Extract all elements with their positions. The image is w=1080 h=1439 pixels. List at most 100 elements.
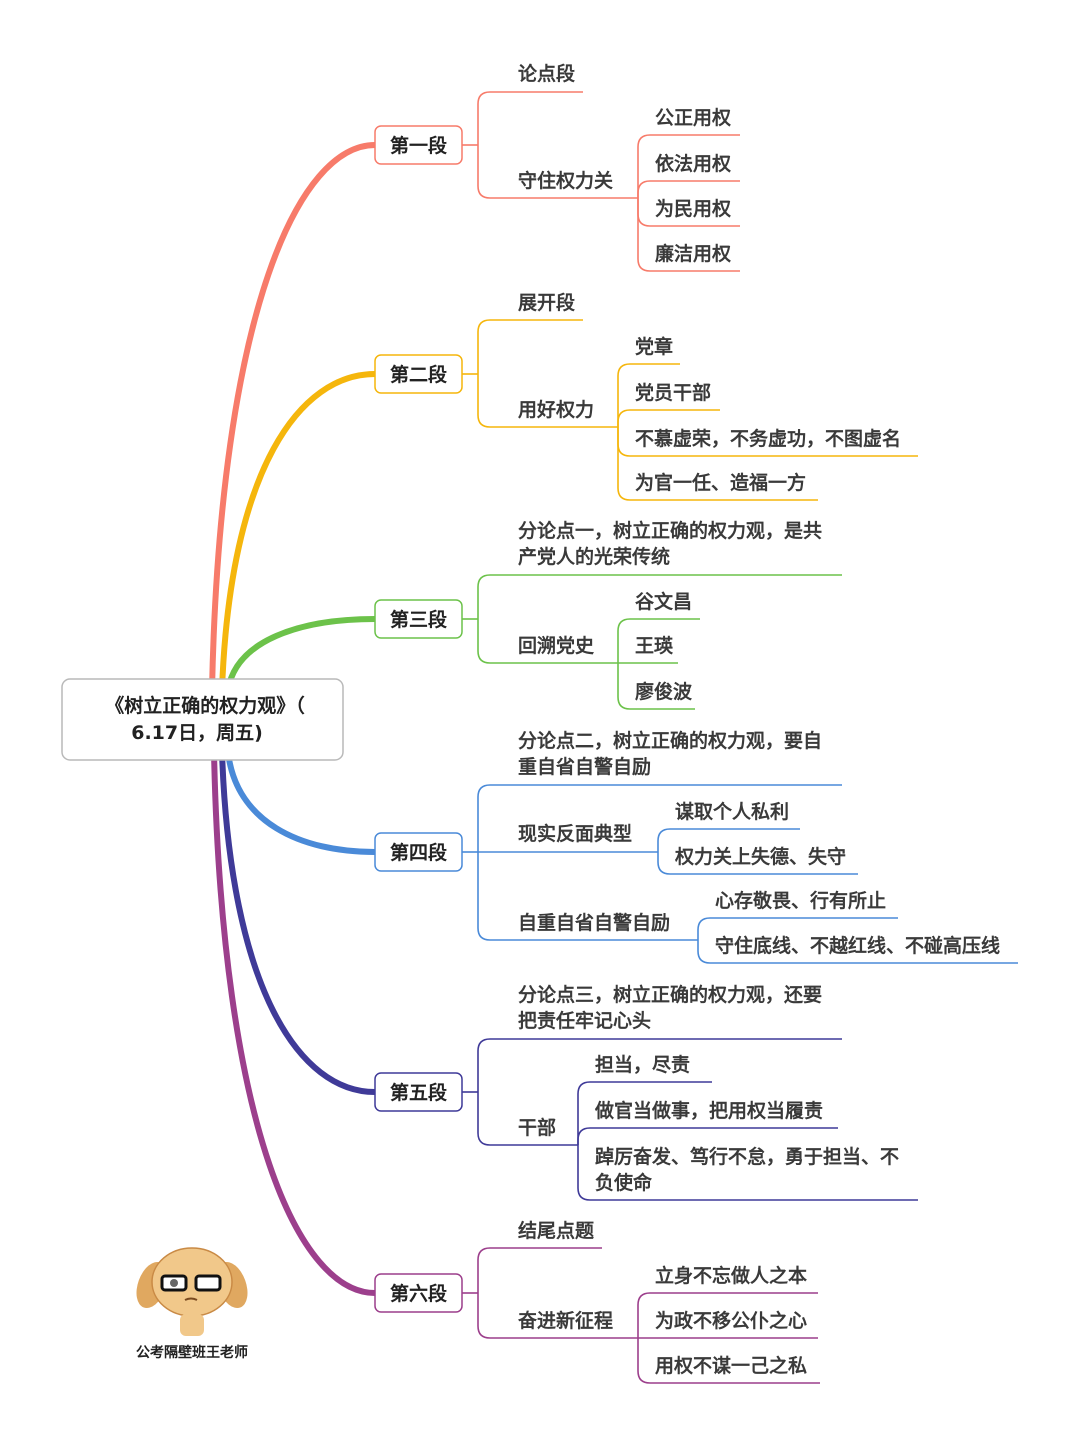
leaf-label: 党员干部 xyxy=(635,381,711,404)
branch-line xyxy=(477,574,842,619)
leaf-node[interactable]: 廉洁用权 xyxy=(655,242,731,265)
root-branch xyxy=(225,749,378,855)
subtopic-label: 把责任牢记心头 xyxy=(518,1009,651,1032)
leaf-node[interactable]: 廖俊波 xyxy=(635,680,693,703)
leaf-label: 王瑛 xyxy=(635,634,674,657)
root-branch xyxy=(219,749,378,1095)
subtopic-node[interactable]: 回溯党史 xyxy=(518,634,595,657)
branch-line xyxy=(657,852,858,875)
root-branch xyxy=(219,371,378,693)
section-node-2[interactable]: 第二段 xyxy=(374,354,463,394)
leaf-label: 守住底线、不越红线、不碰高压线 xyxy=(715,934,1000,957)
leaf-label: 权力关上失德、失守 xyxy=(674,845,846,868)
leaf-node[interactable]: 党员干部 xyxy=(635,381,711,404)
root-branch xyxy=(211,749,378,1296)
leaf-node[interactable]: 为政不移公仆之心 xyxy=(655,1309,807,1332)
section-node-5[interactable]: 第五段 xyxy=(374,1072,463,1112)
subtopic-node[interactable]: 奋进新征程 xyxy=(517,1309,613,1332)
leaf-node[interactable]: 依法用权 xyxy=(655,152,731,175)
root-branch xyxy=(225,616,378,693)
leaf-label: 廖俊波 xyxy=(635,680,693,703)
leaf-label: 为政不移公仆之心 xyxy=(655,1309,807,1332)
section-label: 第一段 xyxy=(390,134,448,157)
section-node-3[interactable]: 第三段 xyxy=(374,599,463,639)
branch-line xyxy=(477,1038,842,1092)
subtopic-node[interactable]: 现实反面典型 xyxy=(518,822,632,845)
branch-line xyxy=(637,1338,820,1384)
leaf-node[interactable]: 不慕虚荣，不务虚功，不图虚名 xyxy=(635,427,901,450)
leaf-node[interactable]: 王瑛 xyxy=(635,634,674,657)
leaf-label: 公正用权 xyxy=(655,106,731,129)
section-node-1[interactable]: 第一段 xyxy=(374,125,463,165)
glasses-dog-mascot-icon xyxy=(136,1247,248,1336)
leaf-node[interactable]: 做官当做事，把用权当履责 xyxy=(594,1099,823,1122)
subtopic-label: 干部 xyxy=(518,1116,556,1139)
subtopic-label: 回溯党史 xyxy=(518,634,595,657)
leaf-label: 立身不忘做人之本 xyxy=(655,1264,807,1287)
branch-line xyxy=(657,828,800,852)
leaf-node[interactable]: 为官一任、造福一方 xyxy=(635,471,806,494)
branch-line xyxy=(617,618,700,663)
subtopic-node[interactable]: 用好权力 xyxy=(518,398,594,421)
leaf-node[interactable]: 党章 xyxy=(635,335,673,358)
branch-line xyxy=(477,91,583,145)
section-label: 第六段 xyxy=(390,1282,448,1305)
branch-line xyxy=(617,427,818,501)
mascot-watermark: 公考隔壁班王老师 xyxy=(136,1247,248,1361)
branch-line xyxy=(477,374,618,428)
subtopic-label: 分论点二，树立正确的权力观，要自 xyxy=(518,729,822,752)
subtopic-node[interactable]: 结尾点题 xyxy=(518,1219,594,1242)
leaf-node[interactable]: 谋取个人私利 xyxy=(675,801,789,823)
leaf-node[interactable]: 心存敬畏、行有所止 xyxy=(715,889,886,912)
branch-line xyxy=(617,409,720,427)
subtopic-node[interactable]: 自重自省自警自励 xyxy=(518,911,670,934)
leaf-node[interactable]: 为民用权 xyxy=(655,197,731,220)
section-label: 第四段 xyxy=(390,841,448,864)
section-node-6[interactable]: 第六段 xyxy=(374,1273,463,1313)
subtopic-label: 结尾点题 xyxy=(518,1219,594,1242)
subtopic-label: 重自省自警自励 xyxy=(518,755,651,778)
subtopic-node[interactable]: 论点段 xyxy=(518,62,576,85)
branch-line xyxy=(477,145,638,199)
leaf-label: 为民用权 xyxy=(655,197,731,220)
leaf-node[interactable]: 守住底线、不越红线、不碰高压线 xyxy=(715,934,1000,957)
subtopic-label: 展开段 xyxy=(518,291,576,314)
section-label: 第三段 xyxy=(390,608,448,631)
branch-line xyxy=(697,917,898,940)
leaf-label: 用权不谋一己之私 xyxy=(655,1354,807,1377)
section-label: 第五段 xyxy=(390,1081,448,1104)
root-node[interactable]: 《树立正确的权力观》（ 6.17日，周五) xyxy=(61,678,344,761)
leaf-node[interactable]: 担当，尽责 xyxy=(595,1053,690,1076)
section-node-4[interactable]: 第四段 xyxy=(374,832,463,872)
subtopic-label: 奋进新征程 xyxy=(517,1309,613,1332)
branch-line xyxy=(637,180,740,198)
subtopic-label: 自重自省自警自励 xyxy=(518,911,670,934)
subtopic-label: 产党人的光荣传统 xyxy=(518,545,670,568)
subtopic-node[interactable]: 守住权力关 xyxy=(518,169,613,192)
leaf-label: 谋取个人私利 xyxy=(675,801,789,823)
subtopic-label: 论点段 xyxy=(518,62,576,85)
subtopic-label: 分论点三，树立正确的权力观，还要 xyxy=(518,983,822,1006)
subtopic-node[interactable]: 干部 xyxy=(518,1116,556,1139)
branch-line xyxy=(637,134,740,198)
leaf-label: 负使命 xyxy=(595,1171,653,1194)
leaf-node[interactable]: 公正用权 xyxy=(655,106,731,129)
subtopic-label: 用好权力 xyxy=(518,398,594,421)
leaf-node[interactable]: 权力关上失德、失守 xyxy=(674,845,846,868)
branch-line xyxy=(577,1081,712,1145)
leaf-node[interactable]: 谷文昌 xyxy=(635,590,692,613)
leaf-node[interactable]: 用权不谋一己之私 xyxy=(655,1354,807,1377)
branch-line xyxy=(477,1293,638,1339)
branch-line xyxy=(637,1292,818,1338)
leaf-label: 廉洁用权 xyxy=(655,242,731,265)
leaf-label: 依法用权 xyxy=(655,152,731,175)
root-title-line2: 6.17日，周五) xyxy=(131,722,263,744)
leaf-label: 不慕虚荣，不务虚功，不图虚名 xyxy=(635,427,901,450)
leaf-node[interactable]: 立身不忘做人之本 xyxy=(655,1264,807,1287)
subtopic-node[interactable]: 展开段 xyxy=(518,291,576,314)
